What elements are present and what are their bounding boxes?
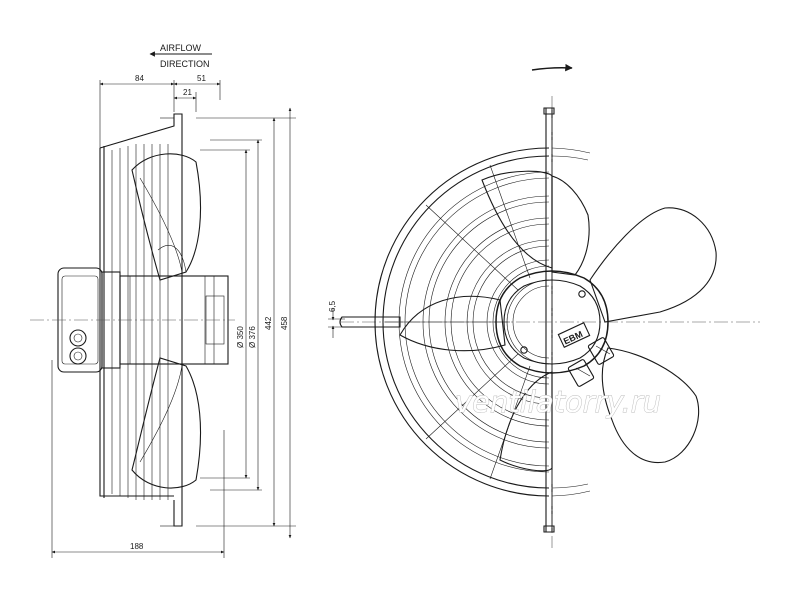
mounting-tabs [543,107,555,533]
dimension-diameter-376: Ø 376 [248,326,257,348]
dimension-6-5: 6,5 [328,300,337,312]
dimension-51: 51 [197,74,206,83]
dimension-6-5-group: 6,5 [328,300,345,338]
diameter-dimensions: Ø 350 Ø 376 442 458 [196,107,296,539]
blades-front-right [551,175,717,464]
bottom-dimension: 188 [51,360,225,558]
hub-screw-top [578,290,586,298]
guard-rings-right [551,147,591,497]
cable-gland-front-1 [587,337,615,365]
airflow-label-line1: AIRFLOW [160,43,202,53]
motor-side [30,267,235,373]
dimension-diameter-350: Ø 350 [236,326,245,348]
hub-screw-bottom [520,346,528,354]
blades-side [131,153,202,489]
side-view: AIRFLOW DIRECTION 84 51 21 188 [30,43,296,558]
cable-gland-front-2 [567,359,595,387]
dimension-458: 458 [280,316,289,330]
dimension-84: 84 [135,74,144,83]
rotation-direction-arrow [531,63,573,72]
dimension-188: 188 [130,542,144,551]
watermark: ventilatorry.ru [455,385,661,419]
cable-gland-2 [69,347,87,365]
dimension-21: 21 [183,88,192,97]
cable-gland-1 [69,329,87,347]
dimension-442: 442 [264,316,273,330]
nameplate [557,322,591,348]
airflow-direction-label: AIRFLOW DIRECTION [149,43,212,69]
guard-spokes [385,164,531,480]
airflow-label-line2: DIRECTION [160,59,210,69]
top-dimensions: 84 51 21 [99,74,221,150]
cable-glands-front [567,337,615,387]
front-view: 6,5 [328,63,760,548]
